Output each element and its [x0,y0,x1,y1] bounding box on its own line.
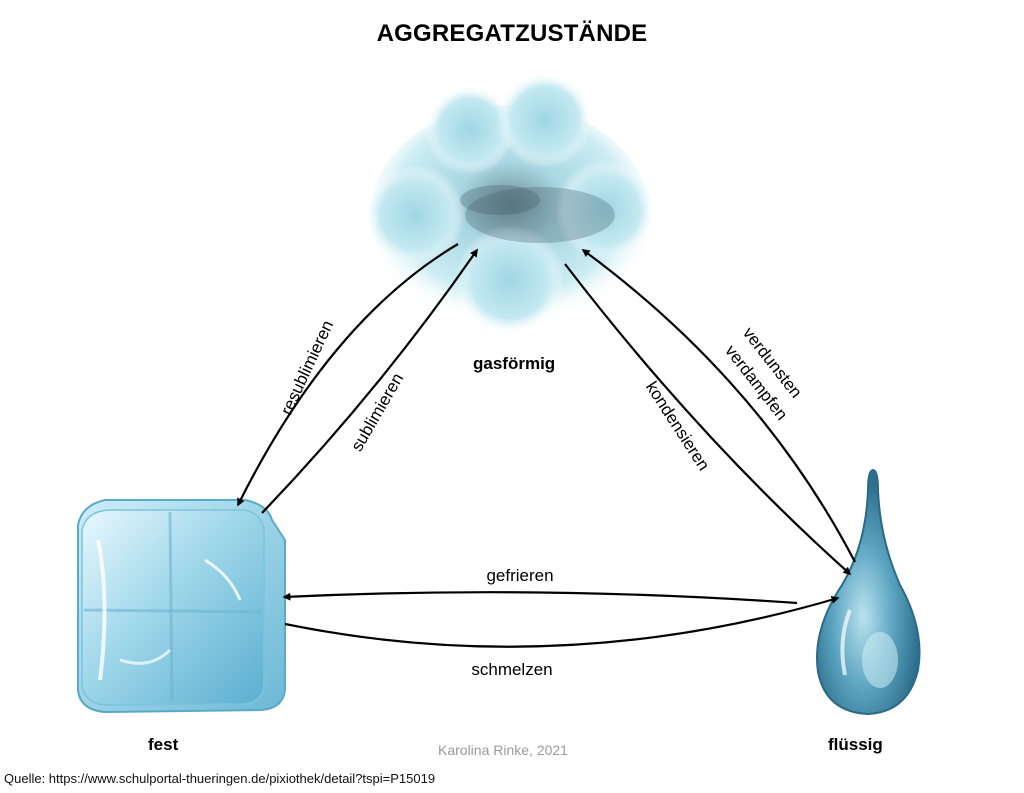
arrows [237,243,856,648]
state-label-solid: fest [148,735,179,754]
label-gefrieren: gefrieren [486,566,553,585]
author-credit: Karolina Rinke, 2021 [438,742,568,758]
page-title: AGGREGATZUSTÄNDE [376,20,648,47]
arrow-sublimieren [261,248,478,514]
arrow-resublimieren [237,243,459,507]
state-label-gas: gasförmig [473,354,556,373]
arrow-schmelzen [284,595,840,648]
arrow-gefrieren [282,591,798,605]
label-resublimieren: resublimieren [277,317,337,418]
source-citation: Quelle: https://www.schulportal-thuering… [4,771,436,786]
label-kondensieren: kondensieren [642,378,714,474]
water-drop-icon [816,468,921,716]
cloud-icon [365,72,655,335]
arrow-kondensieren [564,263,852,576]
ice-cube-icon [77,499,286,714]
arrow-verdunsten [581,249,856,563]
state-label-liquid: flüssig [828,735,883,754]
label-schmelzen: schmelzen [471,660,552,679]
